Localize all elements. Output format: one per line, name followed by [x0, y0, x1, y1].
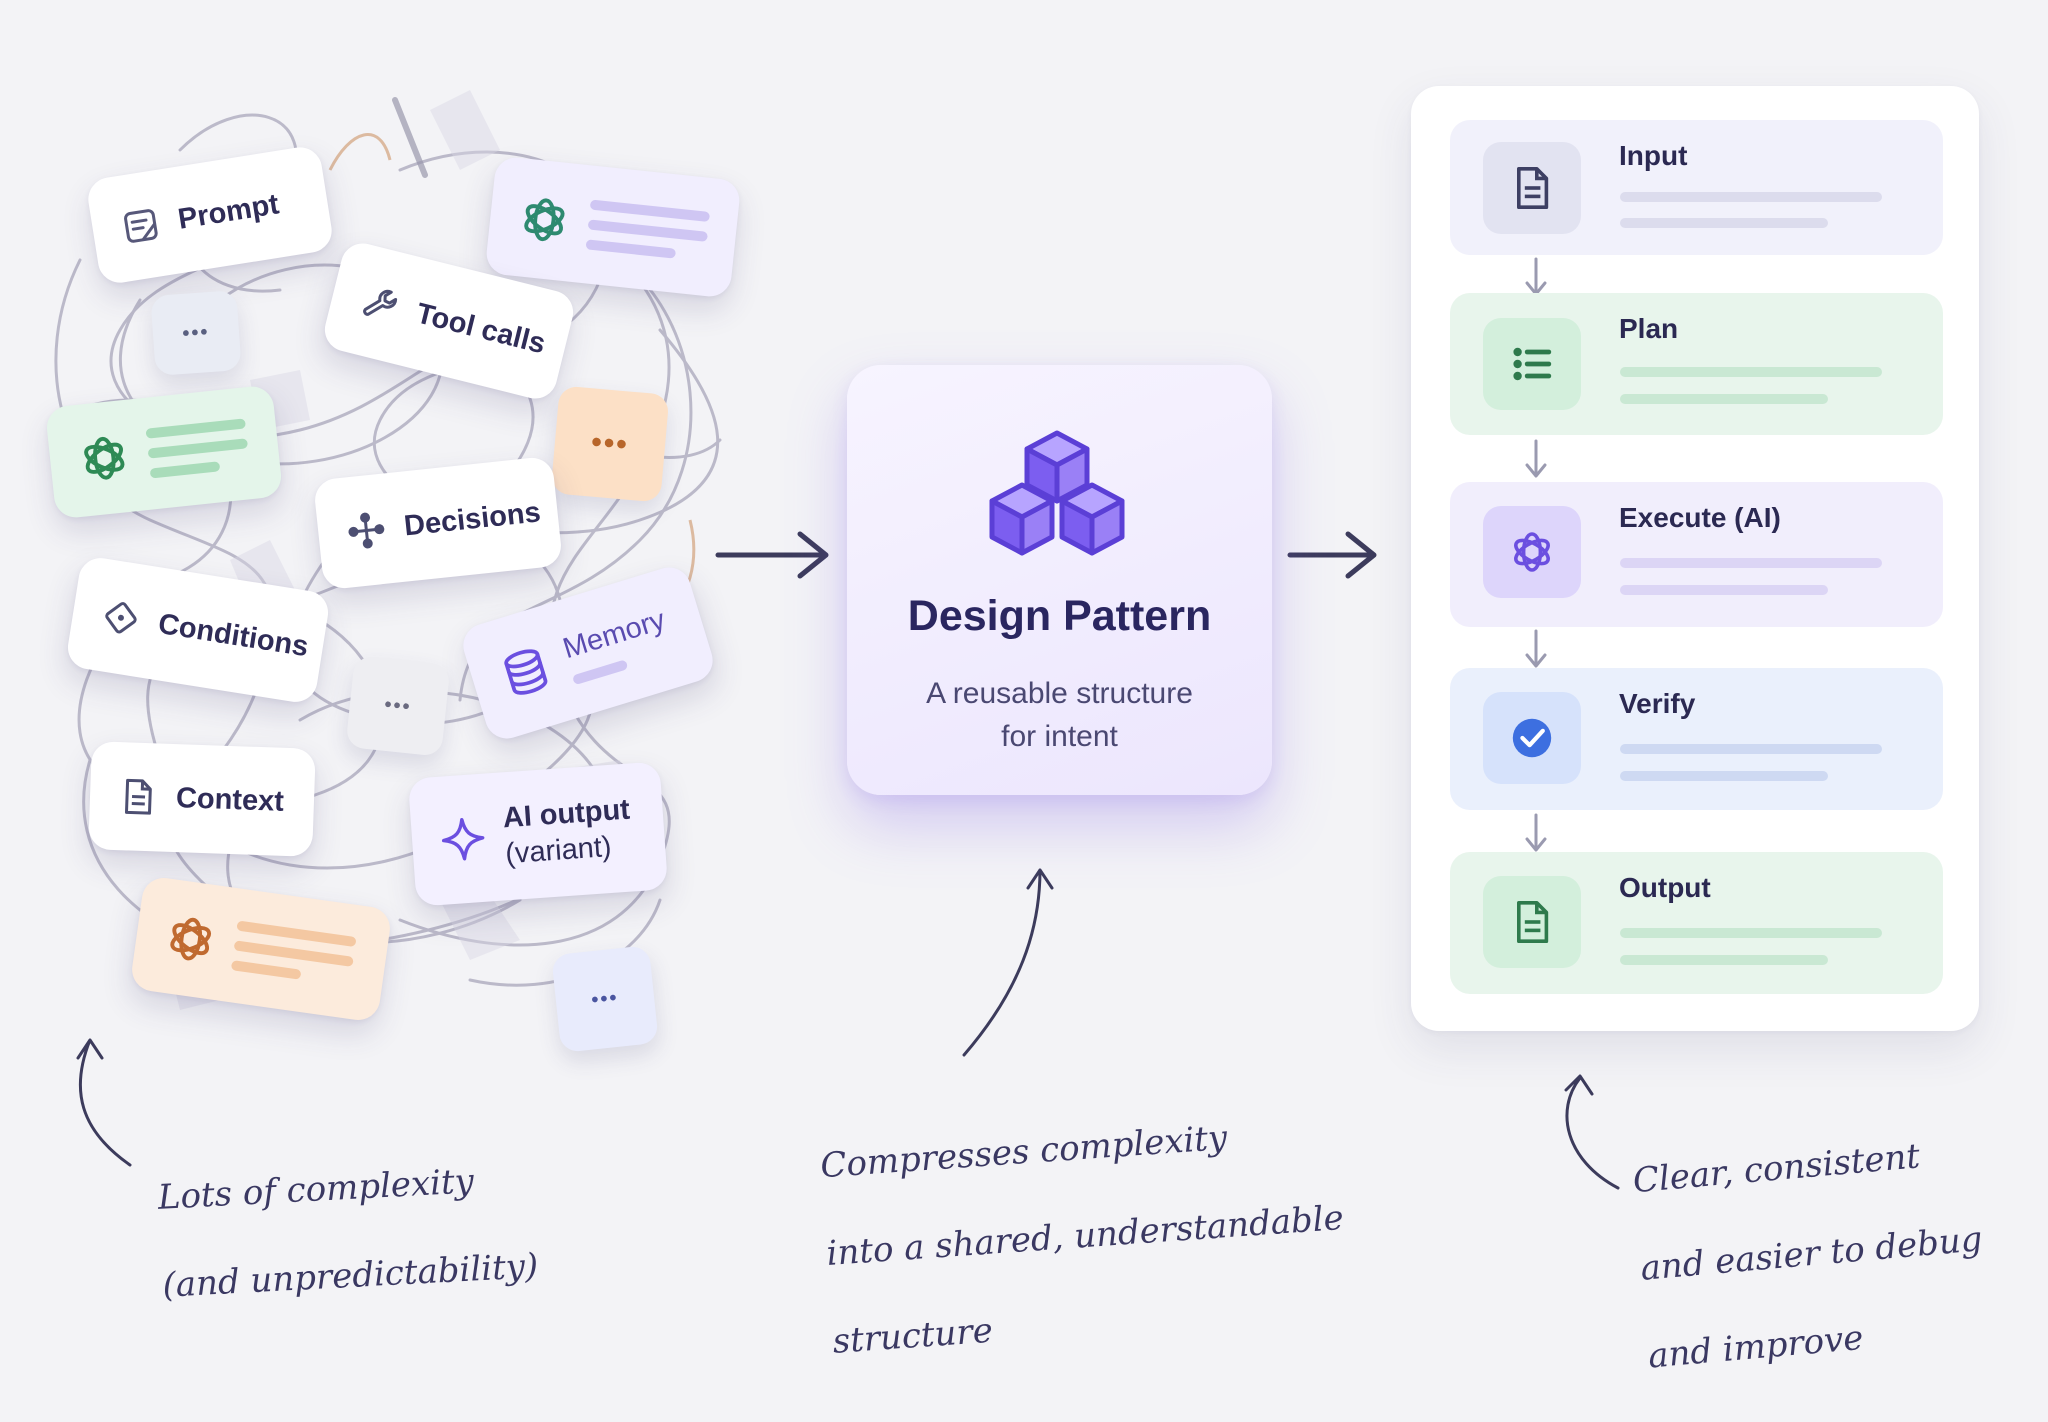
step-verify-icon-tile	[1483, 692, 1581, 784]
placeholder-line	[1620, 955, 1828, 965]
step-output-label: Output	[1619, 872, 1711, 904]
placeholder-line	[1620, 771, 1828, 781]
placeholder-line	[1620, 744, 1882, 754]
step-input: Input	[1450, 120, 1943, 255]
placeholder-line	[1620, 192, 1882, 202]
flow-down-arrow	[1523, 628, 1549, 670]
arrow-to-pattern	[718, 534, 826, 576]
note-arrow-left	[78, 1040, 130, 1165]
flow-down-arrow	[1523, 256, 1549, 298]
step-verify: Verify	[1450, 668, 1943, 810]
document-icon	[1508, 164, 1556, 212]
note-left: Lots of complexity (and unpredictability…	[155, 1112, 542, 1351]
placeholder-line	[1620, 367, 1882, 377]
note-right: Clear, consistent and easier to debug an…	[1627, 1086, 1995, 1422]
list-icon	[1508, 340, 1556, 388]
openai-icon	[1508, 528, 1556, 576]
placeholder-line	[1620, 558, 1882, 568]
step-plan-icon-tile	[1483, 318, 1581, 410]
step-execute-ai: Execute (AI)	[1450, 482, 1943, 627]
design-pattern-title: Design Pattern	[847, 592, 1272, 641]
step-execute-icon-tile	[1483, 506, 1581, 598]
step-input-label: Input	[1619, 140, 1687, 172]
step-plan-label: Plan	[1619, 313, 1678, 345]
step-output: Output	[1450, 852, 1943, 994]
step-input-icon-tile	[1483, 142, 1581, 234]
placeholder-line	[1620, 218, 1828, 228]
design-pattern-subtitle: A reusable structure for intent	[847, 672, 1272, 758]
cubes-icon	[982, 423, 1132, 571]
arrow-to-flow	[1290, 534, 1374, 576]
placeholder-line	[1620, 585, 1828, 595]
step-execute-label: Execute (AI)	[1619, 502, 1781, 534]
flow-down-arrow	[1523, 812, 1549, 854]
note-arrow-right	[1566, 1076, 1618, 1188]
placeholder-line	[1620, 928, 1882, 938]
note-arrow-center	[964, 870, 1052, 1055]
document-icon	[1508, 898, 1556, 946]
step-verify-label: Verify	[1619, 688, 1695, 720]
note-center: Compresses complexity into a shared, und…	[816, 1064, 1354, 1407]
step-plan: Plan	[1450, 293, 1943, 435]
placeholder-line	[1620, 394, 1828, 404]
check-circle-icon	[1508, 714, 1556, 762]
flow-down-arrow	[1523, 438, 1549, 480]
step-output-icon-tile	[1483, 876, 1581, 968]
